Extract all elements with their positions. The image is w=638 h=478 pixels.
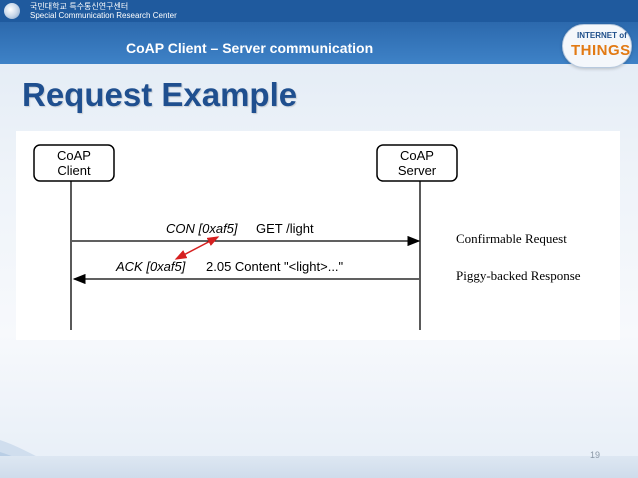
msg2-content: 2.05 Content "<light>..."	[206, 259, 344, 274]
slide-title: Request Example	[22, 76, 298, 113]
sequence-diagram: CoAP Client CoAP Server CON [0xaf5] GET …	[16, 131, 620, 340]
msg1-method: GET /light	[256, 221, 314, 236]
client-label-line1: CoAP	[57, 148, 91, 163]
label-confirmable-request: Confirmable Request	[456, 231, 567, 246]
iot-badge-logo: INTERNET of THINGS	[562, 24, 632, 68]
org-name-korean: 국민대학교 특수통신연구센터	[30, 2, 129, 11]
header-band	[0, 22, 638, 64]
msg1-token: CON [0xaf5]	[166, 221, 238, 236]
org-name-english: Special Communication Research Center	[30, 11, 177, 20]
section-label: CoAP Client – Server communication	[126, 40, 374, 56]
server-label-line2: Server	[398, 163, 437, 178]
token-match-arrow	[174, 236, 220, 260]
label-piggyback-response: Piggy-backed Response	[456, 268, 581, 283]
client-label-line2: Client	[57, 163, 91, 178]
badge-line-2: THINGS	[571, 42, 631, 59]
page-number: 19	[589, 450, 600, 460]
server-label-line1: CoAP	[400, 148, 434, 163]
top-banner: 국민대학교 특수통신연구센터 Special Communication Res…	[0, 0, 638, 22]
server-box	[376, 144, 458, 182]
client-box	[33, 144, 115, 182]
badge-line-1: INTERNET of	[577, 31, 627, 40]
footer-bar	[0, 456, 638, 478]
msg2-token: ACK [0xaf5]	[115, 259, 186, 274]
university-logo-icon	[4, 3, 20, 19]
